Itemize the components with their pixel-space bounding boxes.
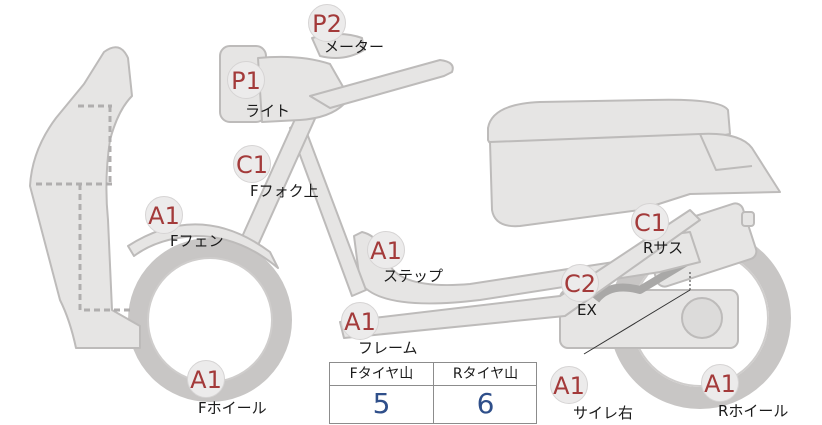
tire-tread-table: Fタイヤ山 5 Rタイヤ山 6 <box>329 362 537 424</box>
badge-code: P1 <box>231 67 261 95</box>
label-exhaust: EX <box>577 301 597 319</box>
badge-frame: A1 <box>341 302 379 340</box>
label-front-wheel: Fホイール <box>198 399 267 417</box>
badge-rear-wheel: A1 <box>701 364 739 402</box>
badge-front-fender: A1 <box>145 196 183 234</box>
badge-code: A1 <box>190 366 222 394</box>
badge-code: C1 <box>235 151 269 179</box>
front-fender-shape <box>127 223 279 269</box>
label-meter: メーター <box>324 38 385 56</box>
badge-light: P1 <box>227 61 265 99</box>
label-frame: フレーム <box>358 339 418 357</box>
badge-code: A1 <box>148 202 180 230</box>
label-light: ライト <box>245 102 291 120</box>
front-tread-header: Fタイヤ山 <box>330 363 433 386</box>
leg-shield-shape <box>29 46 141 349</box>
badge-code: A1 <box>553 372 585 400</box>
badge-code: A1 <box>344 308 376 336</box>
front-tread-value: 5 <box>372 387 391 420</box>
label-rear-wheel: Rホイール <box>718 402 789 420</box>
badge-meter: P2 <box>308 4 346 42</box>
label-step: ステップ <box>383 267 444 285</box>
handlebar-shape <box>309 59 454 109</box>
rear-tread-value: 6 <box>476 387 495 420</box>
badge-muffler-right: A1 <box>550 366 588 404</box>
muffler-leader-line <box>583 289 691 355</box>
badge-front-fork-upper: C1 <box>233 145 271 183</box>
rear-tread-column: Rタイヤ山 6 <box>434 363 537 423</box>
badge-exhaust: C2 <box>561 264 599 302</box>
badge-front-wheel: A1 <box>187 360 225 398</box>
badge-code: C1 <box>633 209 667 237</box>
rear-tread-header: Rタイヤ山 <box>434 363 537 386</box>
exhaust-pipe-shape <box>592 256 693 303</box>
badge-step: A1 <box>367 231 405 269</box>
badge-code: A1 <box>704 370 736 398</box>
label-front-fork-upper: Fフォク上 <box>250 182 319 200</box>
badge-code: C2 <box>563 270 597 298</box>
badge-rear-suspension: C1 <box>631 203 669 241</box>
label-muffler-right: サイレ右 <box>573 404 634 422</box>
badge-code: A1 <box>370 237 402 265</box>
label-front-fender: Fフェン <box>170 232 224 250</box>
label-rear-suspension: Rサス <box>643 239 684 257</box>
front-tread-column: Fタイヤ山 5 <box>330 363 434 423</box>
rear-cowl-shape <box>489 132 781 228</box>
badge-code: P2 <box>312 10 342 38</box>
